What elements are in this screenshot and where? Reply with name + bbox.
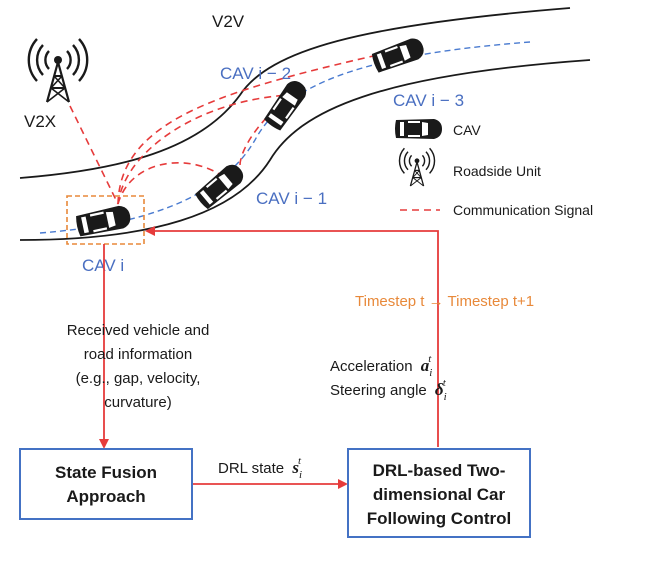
drl-control-line3: Following Control — [367, 509, 511, 528]
legend-rsu-label: Roadside Unit — [453, 163, 541, 179]
action-text: Acceleration ait Steering angle δit — [330, 353, 447, 403]
state-fusion-line2: Approach — [66, 487, 145, 506]
svg-text:curvature): curvature) — [104, 394, 172, 411]
svg-text:road information: road information — [84, 346, 192, 363]
cav-i-highlight-box — [66, 195, 145, 245]
road-lower-edge — [19, 59, 591, 241]
received-info-text: Received vehicle and road information (e… — [67, 322, 210, 411]
cav-i-minus-2-car — [262, 77, 311, 133]
lane-center-line — [39, 41, 531, 234]
legend-cav-icon — [395, 119, 442, 139]
v2x-tower-icon — [27, 37, 89, 104]
legend-rsu-icon — [398, 147, 436, 187]
legend-signal-label: Communication Signal — [453, 202, 593, 218]
v2v-label: V2V — [212, 12, 245, 31]
drl-control-line1: DRL-based Two- — [373, 461, 506, 480]
communication-signals — [69, 49, 401, 205]
v2x-label: V2X — [24, 112, 56, 131]
feedback-arrow — [145, 226, 439, 447]
drl-control-box — [347, 448, 531, 538]
state-fusion-line1: State Fusion — [55, 463, 157, 482]
cav-i-minus-1-label: CAV i − 1 — [256, 189, 327, 208]
svg-text:(e.g., gap, velocity,: (e.g., gap, velocity, — [76, 370, 201, 387]
timestep-label: Timestep t → Timestep t+1 — [355, 293, 534, 310]
svg-text:Received vehicle and: Received vehicle and — [67, 322, 210, 339]
cav-i-minus-3-label: CAV i − 3 — [393, 91, 464, 110]
state-fusion-box — [19, 448, 193, 520]
cav-i-minus-3-car — [370, 35, 427, 74]
drl-control-line2: dimensional Car — [373, 485, 506, 504]
drl-state-label: DRL state sit — [218, 455, 302, 481]
road-upper-edge — [19, 7, 571, 179]
cav-i-minus-2-label: CAV i − 2 — [220, 64, 291, 83]
svg-text:Acceleration ait: Acceleration ait — [330, 353, 432, 379]
legend-cav-label: CAV — [453, 122, 481, 138]
svg-text:Steering angle δit: Steering angle δit — [330, 377, 447, 403]
